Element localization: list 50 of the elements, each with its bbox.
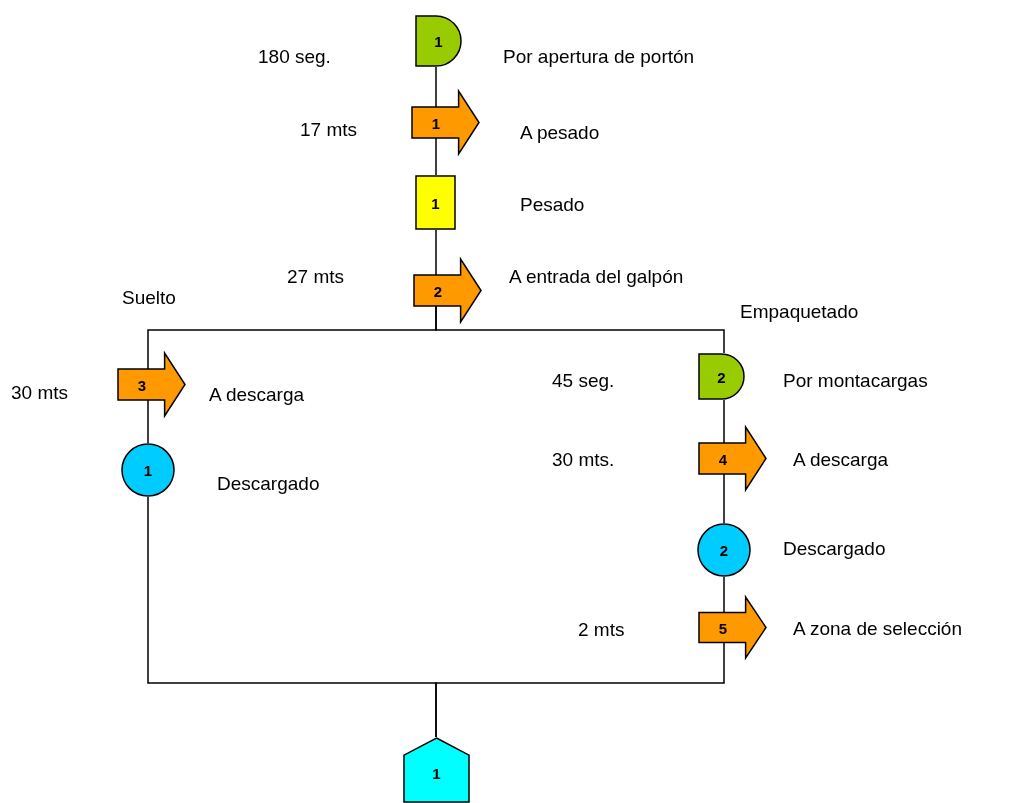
step-caption: 27 mts <box>287 266 345 288</box>
transport-symbol <box>411 90 480 155</box>
step-caption: 17 mts <box>300 119 358 141</box>
flow-line <box>723 399 725 444</box>
step-number: 2 <box>717 369 726 384</box>
annotation-text: 45 seg. <box>552 370 615 392</box>
step-caption: A zona de selección <box>793 618 962 640</box>
step-caption: 2 mts <box>578 619 625 641</box>
step-number: 5 <box>718 620 727 635</box>
step-caption: A descarga <box>793 449 889 471</box>
step-caption: A pesado <box>520 122 600 144</box>
flow-line <box>723 576 725 614</box>
inspection-square <box>415 175 456 230</box>
step-caption: Descargado <box>783 538 886 560</box>
transport-symbol <box>698 596 767 659</box>
annotation-text: Empaquetado <box>740 301 859 323</box>
step-number: 1 <box>431 195 440 210</box>
step-caption: Descargado <box>217 473 320 495</box>
step-caption: Por montacargas <box>783 370 928 392</box>
operation-circle <box>697 523 751 577</box>
step-caption: A entrada del galpón <box>509 266 684 288</box>
flow-line <box>435 305 725 354</box>
flow-line <box>723 473 725 524</box>
delay-symbol <box>415 15 462 67</box>
storage-pentagon <box>403 737 470 802</box>
operation-circle <box>121 443 175 497</box>
step-number: 2 <box>433 283 442 298</box>
step-number: 1 <box>432 765 441 781</box>
flow-line <box>147 399 149 444</box>
step-number: 3 <box>137 377 146 392</box>
transport-symbol <box>413 258 482 323</box>
step-number: 1 <box>431 115 440 130</box>
step-caption: Por apertura de portón <box>503 46 695 68</box>
annotation-text: 180 seg. <box>258 46 331 68</box>
step-number: 2 <box>719 542 729 558</box>
annotation-text: Suelto <box>122 287 176 309</box>
step-caption: 30 mts <box>11 382 69 404</box>
delay-symbol <box>698 353 745 400</box>
flow-line <box>435 137 437 176</box>
flow-line <box>435 66 437 108</box>
step-caption: Pesado <box>520 194 585 216</box>
flow-line <box>435 229 437 276</box>
annotation-text: 30 mts. <box>552 449 615 471</box>
flow-line <box>435 641 725 738</box>
transport-symbol <box>117 352 186 417</box>
step-number: 4 <box>718 451 727 466</box>
step-number: 1 <box>143 462 153 478</box>
transport-symbol <box>698 426 767 491</box>
step-caption: A descarga <box>209 384 305 406</box>
step-number: 1 <box>434 33 443 49</box>
